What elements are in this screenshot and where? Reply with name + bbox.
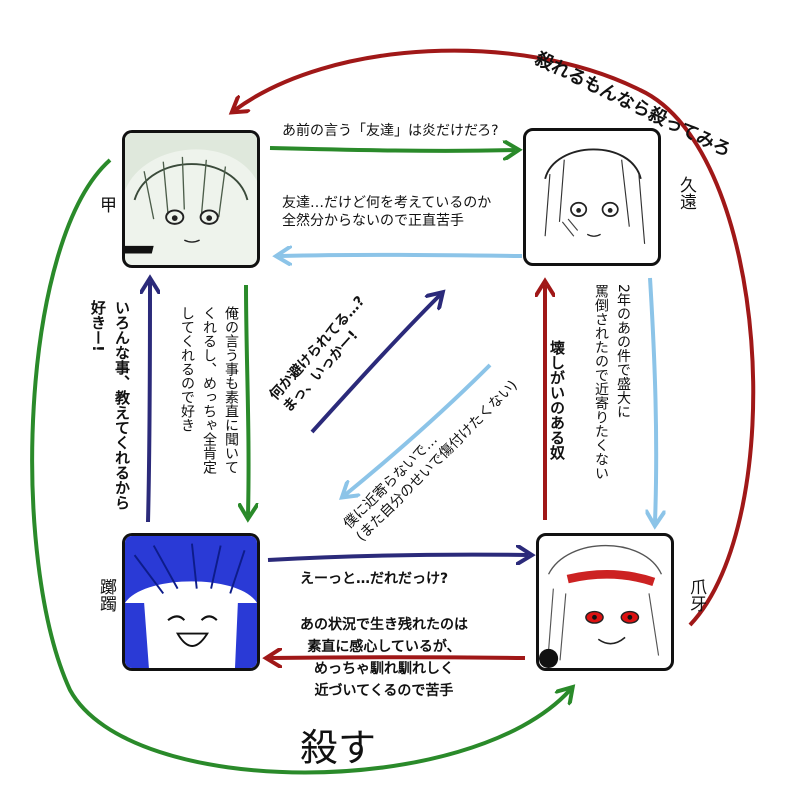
arrow-kuon-to-sousa [650,277,656,522]
name-tekichoku: 躑躅 [96,578,116,612]
arrow-tekichoku-to-kuon [310,295,440,434]
kuon-sketch-image [544,148,646,244]
label-tekichoku-to-sousa: えーっと…だれだっけ? [300,571,449,587]
portrait-sousa [536,533,674,671]
label-kou-to-kuon: あ前の言う「友達」は炎だけだろ? [282,123,499,139]
portrait-tekichoku [122,533,260,671]
arrow-kuon-to-kou [280,255,523,256]
portrait-kou [122,130,260,268]
arrow-tekichoku-to-sousa [267,555,528,560]
sousa-sketch-image [539,545,663,668]
label-kuon-to-sousa: 2年のあの件で盛大に 罵倒されたので近寄りたくない [593,284,631,480]
label-sousa-to-kuon: 壊しがいのある奴 [548,340,566,460]
arrow-kou-to-kuon [269,148,515,151]
label-sousa-to-tekichoku: あの状況で生き残れたのは 素直に感心しているが、 めっちゃ馴れ馴れしく 近づいて… [300,617,468,699]
arrow-sousa-to-tekichoku [270,657,526,658]
label-kuon-to-kou: 友達…だけど何を考えているのか 全然分からないので正直苦手 [282,195,492,229]
name-kou: 甲 [96,196,116,213]
arrow-kou-to-tekichoku [246,284,249,515]
label-tekichoku-to-kou: いろんな事、教えてくれるから 好きー! [89,300,131,510]
kou-sketch-image [125,133,257,254]
name-sousa: 爪牙 [686,578,706,612]
arrow-kuon-to-tekichoku [345,363,492,495]
tekichoku-sketch-image [125,536,257,668]
name-kuon: 久遠 [676,176,696,210]
arrow-kou-to-sousa [30,158,570,775]
arrow-sousa-to-kou [235,48,756,627]
label-kou-to-sousa: 殺す [300,726,377,770]
portrait-kuon [523,128,661,266]
label-kou-to-tekichoku: 俺の言う事も素直に聞いて くれるし、めっちゃ全肯定 してくれるので好き [179,306,239,474]
arrow-tekichoku-to-kou [148,282,150,523]
